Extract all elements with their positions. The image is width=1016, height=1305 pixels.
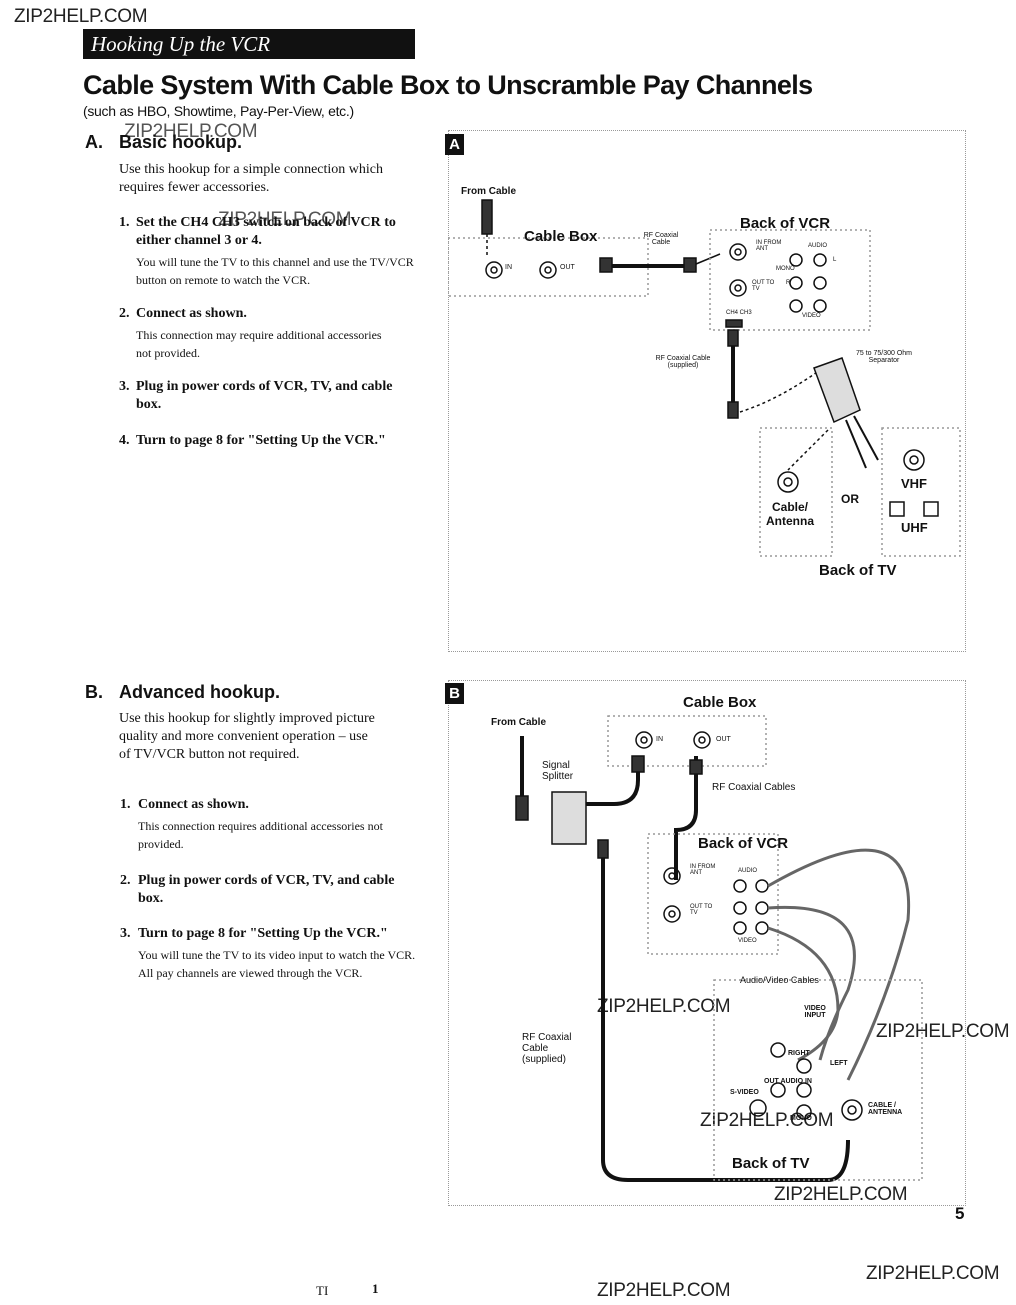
back-of-tv-label: Back of TV — [732, 1155, 810, 1172]
watermark: ZIP2HELP.COM — [774, 1184, 908, 1205]
page-title: Cable System With Cable Box to Unscrambl… — [83, 70, 813, 100]
out-to-tv-label: OUT TO TV — [752, 280, 775, 292]
step-number: 3. — [120, 926, 131, 941]
step-note: This connection may require additional a… — [136, 328, 382, 360]
s-video-label: S-VIDEO — [730, 1089, 759, 1096]
step-number: 2. — [120, 873, 131, 888]
video-input-label: VIDEO INPUT — [804, 1005, 826, 1019]
av-cables-label: Audio/Video Cables — [740, 975, 819, 985]
back-of-vcr-label: Back of VCR — [698, 835, 789, 852]
out-audio-in-label: OUT AUDIO IN — [764, 1078, 812, 1085]
or-label: OR — [841, 492, 859, 506]
cable-box-label: Cable Box — [524, 228, 598, 245]
right-label: RIGHT — [788, 1050, 810, 1057]
back-of-tv-label: Back of TV — [819, 562, 897, 579]
in-from-ant-label: IN FROM ANT — [756, 240, 782, 252]
step-note: You will tune the TV to its video input … — [138, 948, 416, 980]
back-of-vcr-label: Back of VCR — [740, 215, 831, 232]
section-a-heading: Basic hookup. — [119, 132, 243, 152]
diagram-a-frame — [448, 130, 966, 652]
watermark: ZIP2HELP.COM — [597, 996, 731, 1017]
page-subtitle: (such as HBO, Showtime, Pay-Per-View, et… — [83, 103, 354, 119]
r-label: R — [786, 280, 791, 286]
step-number: 3. — [119, 379, 130, 394]
step-note: You will tune the TV to this channel and… — [136, 255, 414, 287]
section-a-letter: A. — [85, 132, 103, 152]
diagram-a-drawing — [448, 199, 961, 557]
diagram-b-badge: B — [445, 683, 464, 704]
separator-label: 75 to 75/300 Ohm Separator — [855, 350, 913, 364]
in-from-ant-label: IN FROM ANT — [690, 864, 716, 876]
watermark: ZIP2HELP.COM — [700, 1110, 834, 1131]
step-text: Connect as shown. — [138, 797, 249, 812]
diagram-b-frame — [448, 680, 966, 1206]
diagram-b-drawing — [515, 715, 923, 1182]
step-number: 2. — [119, 306, 130, 321]
mono-label: MONO — [790, 1115, 812, 1122]
mono-label: MONO — [776, 266, 795, 272]
step-number: 4. — [119, 433, 130, 448]
rf-supplied-label: RF Coaxial Cable (supplied) — [522, 1032, 572, 1065]
rf-supplied-label: RF Coaxial Cable (supplied) — [655, 355, 711, 369]
from-cable-label: From Cable — [461, 186, 517, 197]
diagram-a-badge: A — [445, 134, 464, 155]
uhf-label: UHF — [901, 520, 928, 535]
step-text: Connect as shown. — [136, 306, 247, 321]
signal-splitter-label: Signal Splitter — [542, 760, 574, 782]
video-label: VIDEO — [738, 938, 757, 944]
cable-antenna-label: CABLE / ANTENNA — [868, 1102, 903, 1116]
step-text: Set the CH4 CH3 switch on back of VCR to… — [136, 215, 396, 248]
cable-antenna-label: Cable/ Antenna — [766, 500, 814, 528]
in-label: IN — [505, 264, 512, 271]
step-text: Turn to page 8 for "Setting Up the VCR." — [138, 926, 388, 941]
page-number: 5 — [955, 1204, 965, 1223]
cable-box-label: Cable Box — [683, 694, 757, 711]
section-b-letter: B. — [85, 682, 103, 702]
watermark: ZIP2HELP.COM — [876, 1021, 1010, 1042]
step-number: 1. — [119, 215, 130, 230]
out-label: OUT — [560, 264, 575, 271]
out-to-tv-label: OUT TO TV — [690, 904, 713, 916]
audio-label: AUDIO — [738, 868, 758, 874]
vhf-label: VHF — [901, 476, 927, 491]
ch4-ch3-label: CH4 CH3 — [726, 310, 752, 316]
step-text: Plug in power cords of VCR, TV, and cabl… — [138, 873, 395, 906]
out-label: OUT — [716, 736, 731, 743]
section-b-intro: Use this hookup for slightly improved pi… — [119, 711, 375, 762]
step-text: Plug in power cords of VCR, TV, and cabl… — [136, 379, 393, 412]
from-cable-label: From Cable — [491, 717, 547, 728]
watermark: ZIP2HELP.COM — [866, 1263, 1000, 1284]
rf-coaxial-label: RF Coaxial Cable — [643, 232, 679, 246]
rf-coaxial-cables-label: RF Coaxial Cables — [712, 782, 796, 793]
watermark: ZIP2HELP.COM — [597, 1280, 731, 1301]
footer-mark: 1 — [372, 1281, 379, 1296]
in-label: IN — [656, 736, 663, 743]
watermark: ZIP2HELP.COM — [124, 121, 258, 142]
step-note: This connection requires additional acce… — [138, 819, 383, 851]
section-a-intro: Use this hookup for a simple connection … — [119, 162, 384, 195]
section-b-heading: Advanced hookup. — [119, 682, 281, 702]
watermark: ZIP2HELP.COM — [218, 209, 352, 230]
step-number: 1. — [120, 797, 131, 812]
left-label: LEFT — [830, 1060, 848, 1067]
l-label: L — [833, 257, 837, 263]
watermark: ZIP2HELP.COM — [14, 6, 148, 27]
step-text: Turn to page 8 for "Setting Up the VCR." — [136, 433, 386, 448]
audio-label: AUDIO — [808, 243, 828, 249]
section-banner: Hooking Up the VCR — [83, 29, 415, 59]
video-label: VIDEO — [802, 313, 821, 319]
footer-mark: TI — [316, 1283, 329, 1298]
